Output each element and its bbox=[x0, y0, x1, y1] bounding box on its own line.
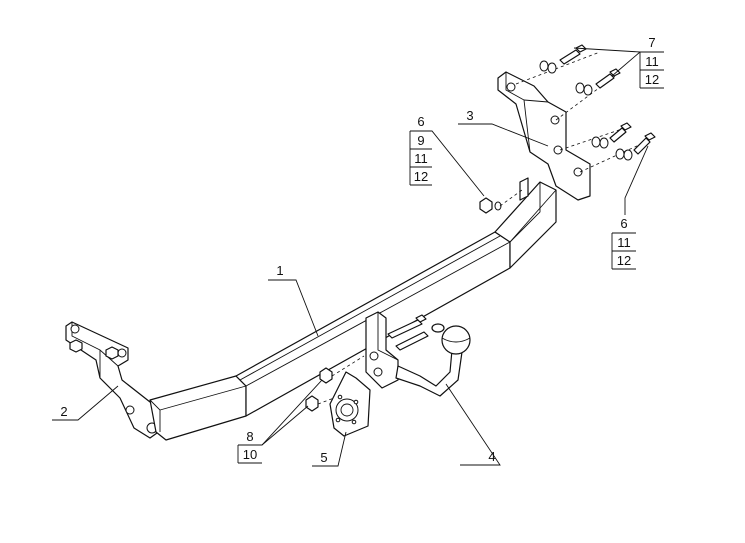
callout-label: 3 bbox=[466, 108, 473, 123]
callout-label: 4 bbox=[488, 449, 495, 464]
callout-label: 6 bbox=[417, 114, 424, 129]
ball-mount bbox=[365, 311, 471, 397]
callout-3: 3 bbox=[466, 108, 473, 123]
callout-label: 9 bbox=[417, 133, 424, 148]
callout-stack-6-right: 6 11 12 bbox=[611, 216, 636, 270]
callout-2: 2 bbox=[60, 404, 67, 419]
callout-label: 7 bbox=[648, 35, 655, 50]
callout-label: 5 bbox=[320, 450, 327, 465]
callout-label: 8 bbox=[246, 429, 253, 444]
socket-plate bbox=[329, 371, 371, 437]
left-bracket bbox=[65, 321, 165, 439]
left-nut-washer bbox=[479, 189, 523, 214]
callout-5: 5 bbox=[320, 450, 327, 465]
callout-1: 1 bbox=[276, 263, 283, 278]
callout-label: 11 bbox=[414, 151, 428, 166]
callout-label: 11 bbox=[617, 235, 631, 250]
callout-label: 10 bbox=[243, 447, 257, 462]
callout-label: 1 bbox=[276, 263, 283, 278]
right-bracket-fasteners bbox=[515, 44, 656, 173]
callout-label: 11 bbox=[645, 54, 659, 69]
callout-stack-7: 7 11 12 bbox=[639, 35, 664, 89]
callout-label: 12 bbox=[617, 253, 631, 268]
lower-nuts bbox=[305, 355, 365, 412]
right-bracket bbox=[497, 71, 591, 201]
callout-stack-6-top: 6 9 11 12 bbox=[409, 114, 432, 186]
callout-4: 4 bbox=[488, 449, 495, 464]
callout-label: 12 bbox=[645, 72, 659, 87]
callout-label: 2 bbox=[60, 404, 67, 419]
callout-stack-8: 8 10 bbox=[237, 429, 262, 464]
callout-label: 12 bbox=[414, 169, 428, 184]
callout-label: 6 bbox=[620, 216, 627, 231]
